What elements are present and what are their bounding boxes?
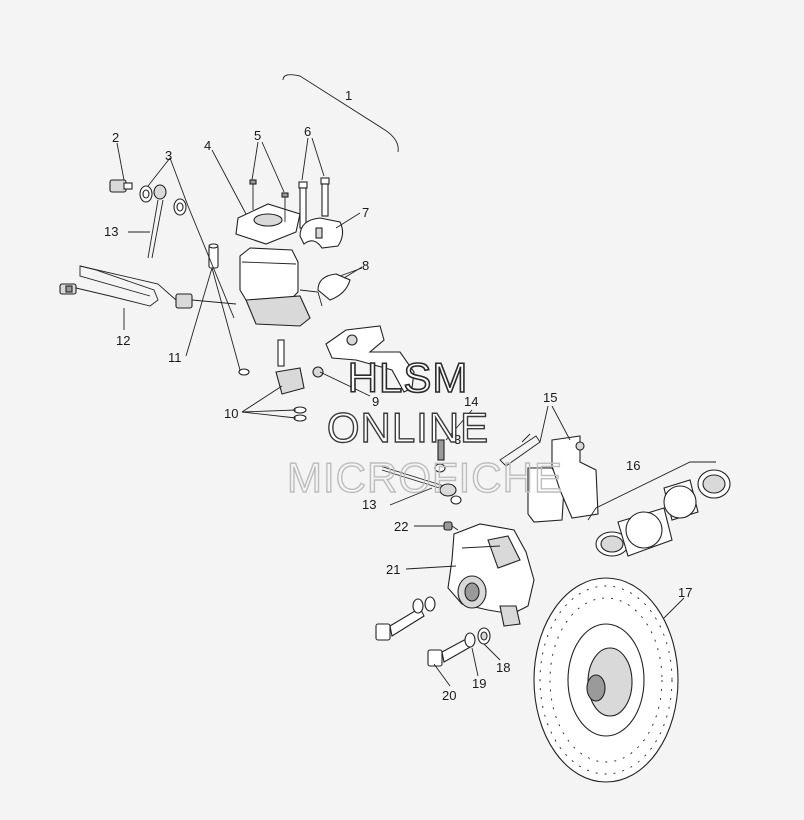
callout-8: 8: [362, 258, 369, 273]
part-13-brake-line-lower[interactable]: [379, 465, 457, 497]
callout-10: 10: [224, 406, 238, 421]
callout-13: 13: [104, 224, 118, 239]
callout-18: 18: [496, 660, 510, 675]
leader-lines: [116, 137, 685, 687]
part-8-pivot[interactable]: [317, 267, 363, 301]
part-19-washers[interactable]: [412, 598, 476, 648]
callout-12: 12: [116, 333, 130, 348]
callout-14: 14: [464, 394, 478, 409]
part-6-bolts[interactable]: [298, 177, 330, 229]
callout-19: 19: [472, 676, 486, 691]
callout-21: 21: [386, 562, 400, 577]
part-10-switch[interactable]: [275, 339, 307, 422]
callout-20: 20: [442, 688, 456, 703]
watermark-line-3: MICROFICHE: [287, 454, 563, 501]
part-5-screws[interactable]: [249, 179, 289, 222]
part-21-caliper[interactable]: [447, 523, 535, 627]
part-13-brake-line-upper[interactable]: [147, 184, 167, 259]
callout-15: 15: [543, 390, 557, 405]
callout-7: 7: [362, 205, 369, 220]
watermark: HLSM ONLINE MICROFICHE: [286, 353, 563, 502]
watermark-line-1: HLSM: [348, 354, 469, 401]
part-3-washers-upper[interactable]: [139, 185, 187, 216]
part-16-pistons-seals[interactable]: [587, 461, 731, 557]
part-15-brake-pads[interactable]: [527, 435, 599, 523]
callout-1: 1: [345, 88, 352, 103]
callout-22: 22: [394, 519, 408, 534]
callout-16: 16: [626, 458, 640, 473]
part-18-washers[interactable]: [424, 596, 491, 645]
watermark-line-2: ONLINE: [327, 404, 489, 451]
callout-5: 5: [254, 128, 261, 143]
callout-6: 6: [304, 124, 311, 139]
part-22-bleeder[interactable]: [443, 521, 459, 531]
callout-11: 11: [168, 350, 182, 365]
callout-9: 9: [372, 394, 379, 409]
part-20-bolts[interactable]: [375, 607, 473, 667]
part-17-brake-rotor[interactable]: [533, 577, 679, 783]
callout-2: 2: [112, 130, 119, 145]
callout-3-lower: 3: [454, 432, 461, 447]
part-11-pin[interactable]: [208, 243, 250, 376]
part-9-brake-lever[interactable]: [312, 325, 415, 393]
part-2-banjo-bolt[interactable]: [109, 179, 133, 193]
assembly-bracket: [282, 74, 399, 153]
part-3-washers-lower[interactable]: [434, 439, 462, 505]
callout-17: 17: [678, 585, 692, 600]
callout-4: 4: [204, 138, 211, 153]
part-12-wire-harness[interactable]: [59, 265, 237, 309]
part-4-master-cylinder[interactable]: [235, 203, 323, 327]
callout-13-lower: 13: [362, 497, 376, 512]
callout-3: 3: [165, 148, 172, 163]
part-7-clamp[interactable]: [299, 217, 344, 249]
